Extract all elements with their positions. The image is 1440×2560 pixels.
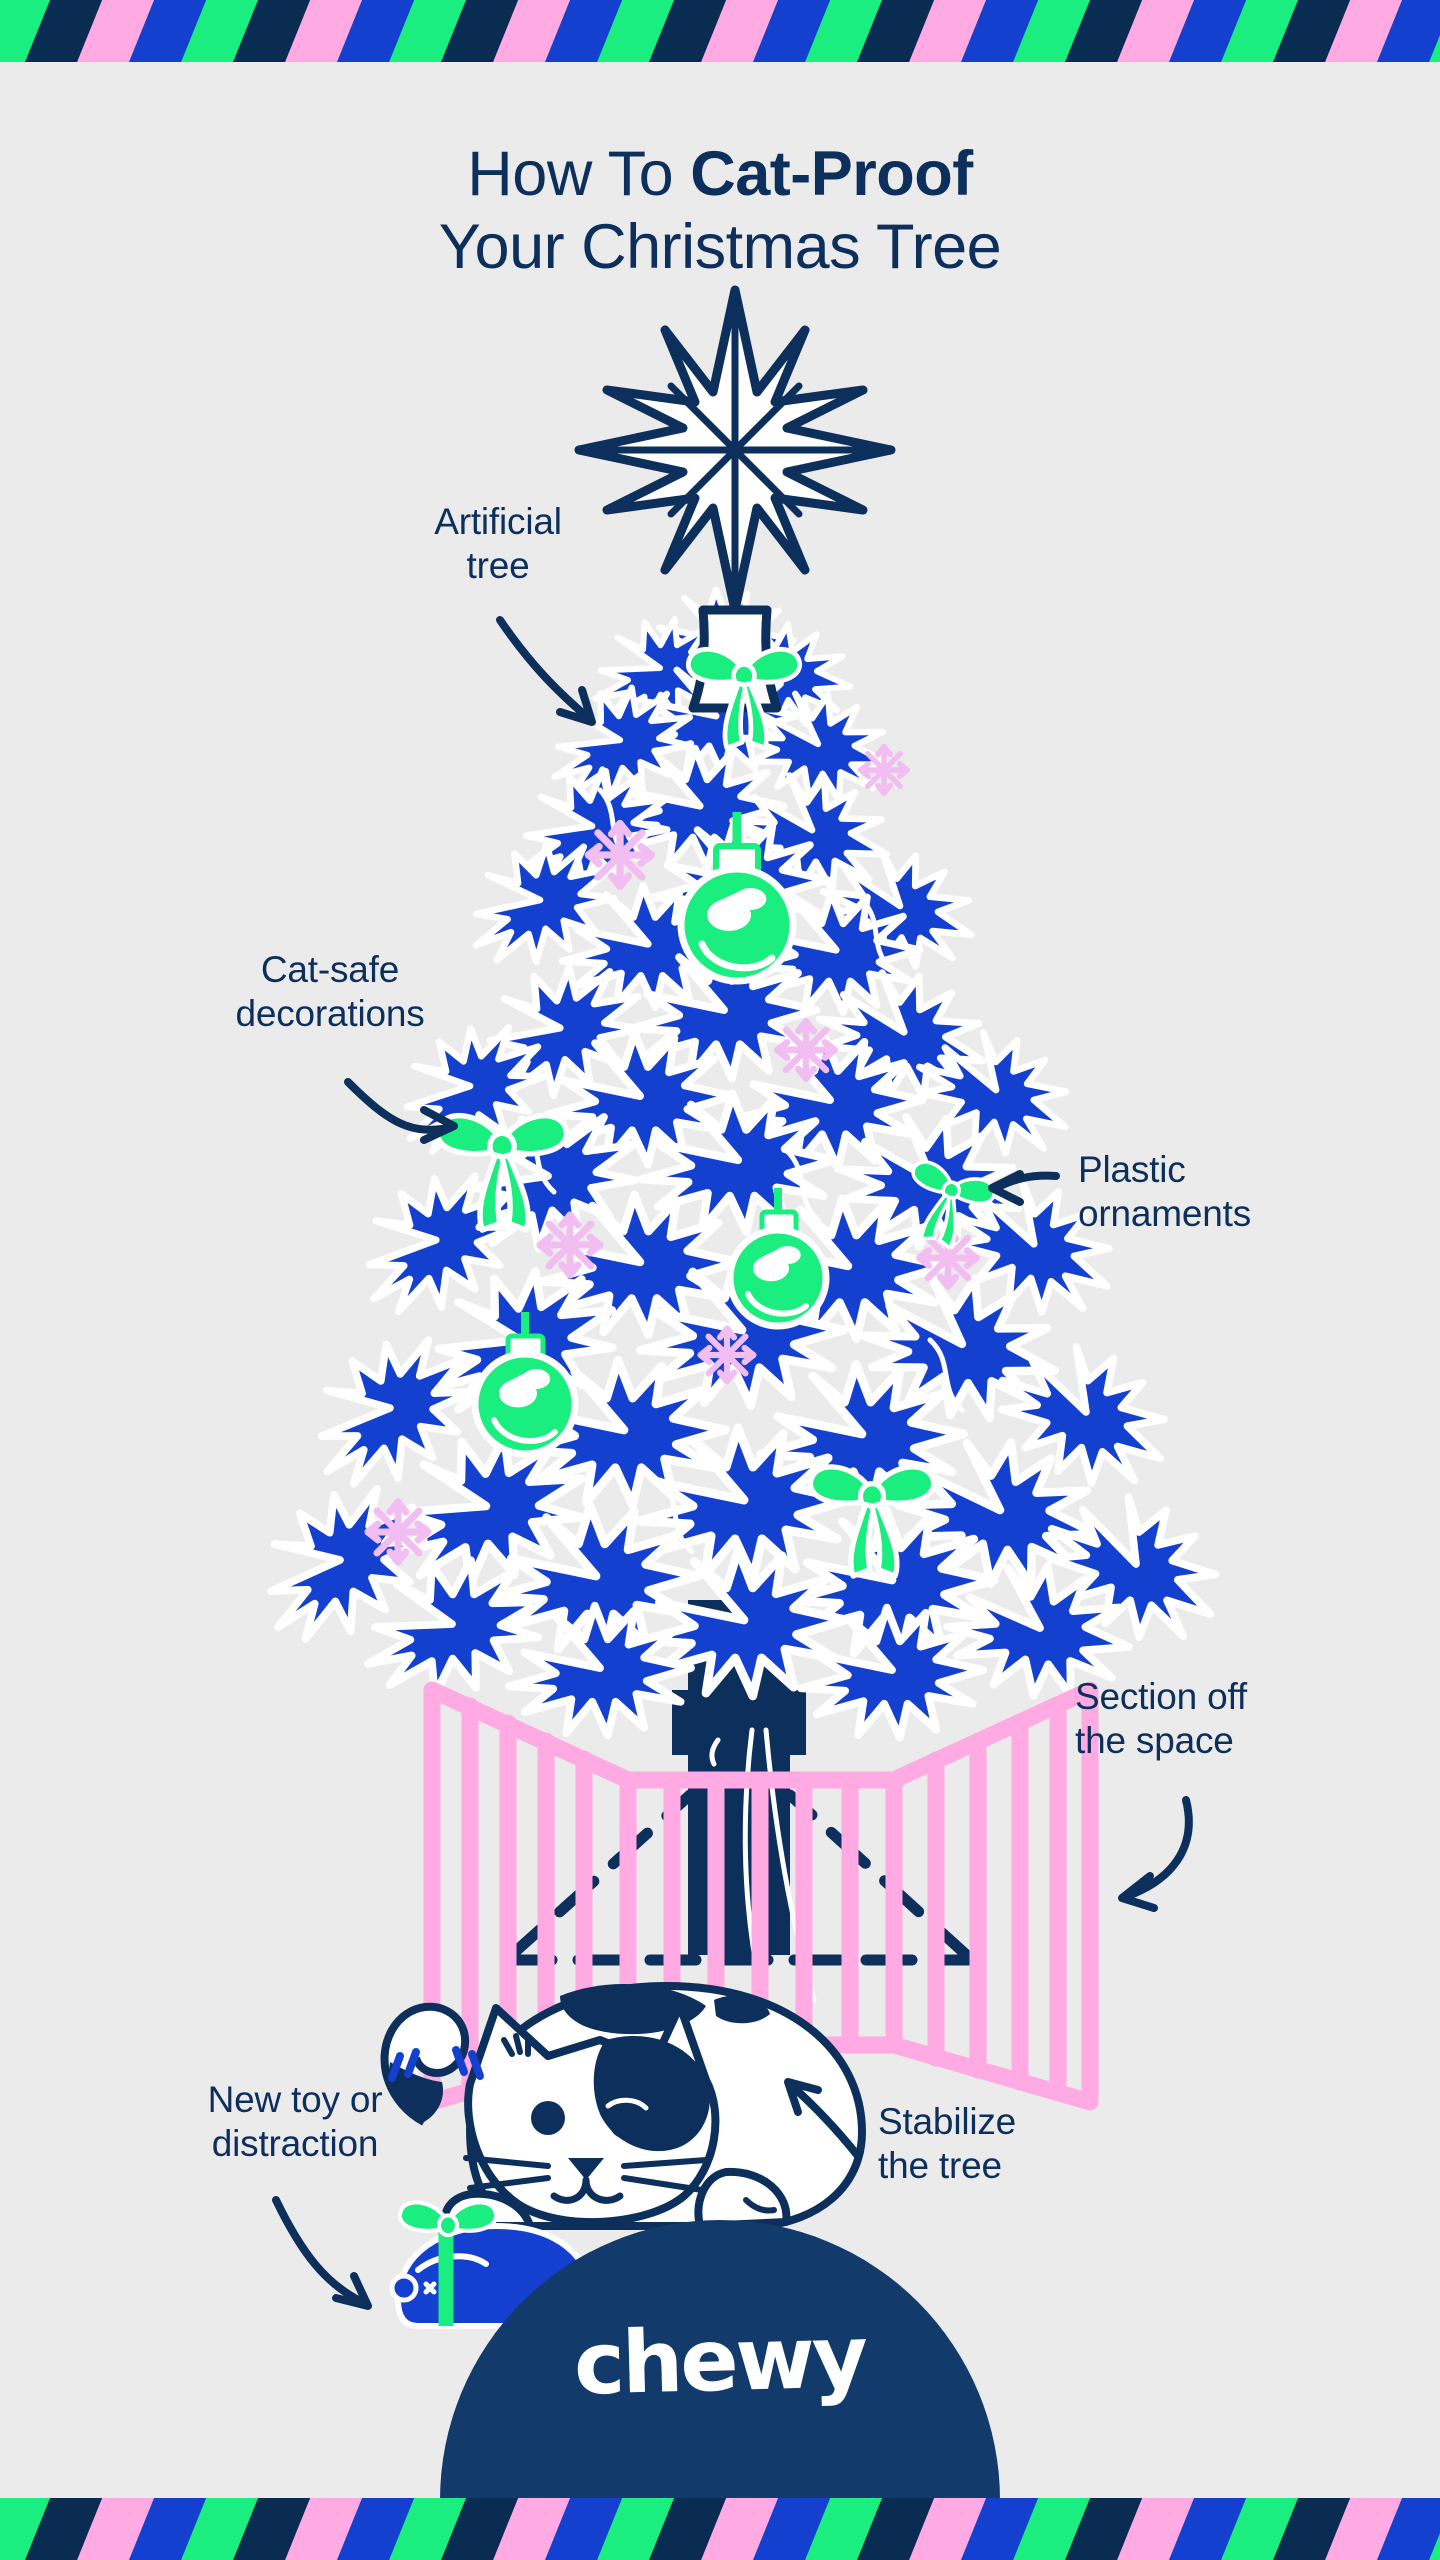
- callout-plastic-ornaments: Plastic ornaments: [1078, 1148, 1378, 1237]
- callout-stabilize-tree: Stabilize the tree: [878, 2100, 1178, 2189]
- plastic-ornament: [677, 812, 797, 985]
- callout-line-2: the space: [1075, 1720, 1234, 1762]
- arrow-cat-safe: [344, 1078, 458, 1144]
- callout-new-toy: New toy or distraction: [150, 2078, 440, 2167]
- arrow-section-off: [1118, 1796, 1193, 1912]
- callout-line-1: Plastic: [1078, 1149, 1186, 1190]
- callout-section-off: Section off the space: [1075, 1675, 1375, 1764]
- chewy-logo-text: chewy: [573, 2307, 867, 2415]
- title-line-2: Your Christmas Tree: [438, 212, 1002, 283]
- callout-cat-safe: Cat-safe decorations: [180, 948, 480, 1037]
- page-title: How To Cat-Proof Your Christmas Tree: [0, 138, 1440, 284]
- callout-line-1: Stabilize: [878, 2101, 1017, 2142]
- callout-line-2: the tree: [878, 2145, 1002, 2187]
- arrow-artificial-tree: [496, 616, 596, 726]
- pet-gate: [423, 1681, 1099, 2111]
- callout-arrows: [272, 616, 1193, 2310]
- arrow-new-toy: [272, 2196, 372, 2310]
- callout-artificial-tree: Artificial tree: [368, 500, 628, 589]
- bottom-stripe-border: [0, 2498, 1440, 2560]
- arrow-plastic-ornaments: [988, 1170, 1060, 1206]
- arrow-stabilize: [784, 2078, 862, 2160]
- title-plain: How To: [467, 139, 691, 209]
- callout-line-2: ornaments: [1078, 1193, 1252, 1235]
- callout-line-2: decorations: [235, 993, 425, 1035]
- tree-needle-details: [517, 787, 965, 1555]
- motion-lines: [388, 2046, 484, 2082]
- ornament-group: [471, 812, 830, 1458]
- title-line-1: How To Cat-Proof: [0, 138, 1440, 211]
- callout-line-2: distraction: [211, 2123, 379, 2165]
- callout-line-1: Cat-safe: [260, 949, 400, 990]
- cat: [380, 1982, 866, 2230]
- top-stripe-border: [0, 0, 1440, 62]
- callout-line-1: Section off: [1075, 1676, 1247, 1717]
- plastic-ornament: [471, 1312, 579, 1458]
- callout-line-2: tree: [466, 545, 530, 587]
- callout-line-1: New toy or: [207, 2079, 383, 2120]
- plastic-ornament: [726, 1188, 830, 1330]
- callout-line-1: Artificial: [434, 501, 562, 542]
- title-strong: Cat-Proof: [690, 139, 973, 209]
